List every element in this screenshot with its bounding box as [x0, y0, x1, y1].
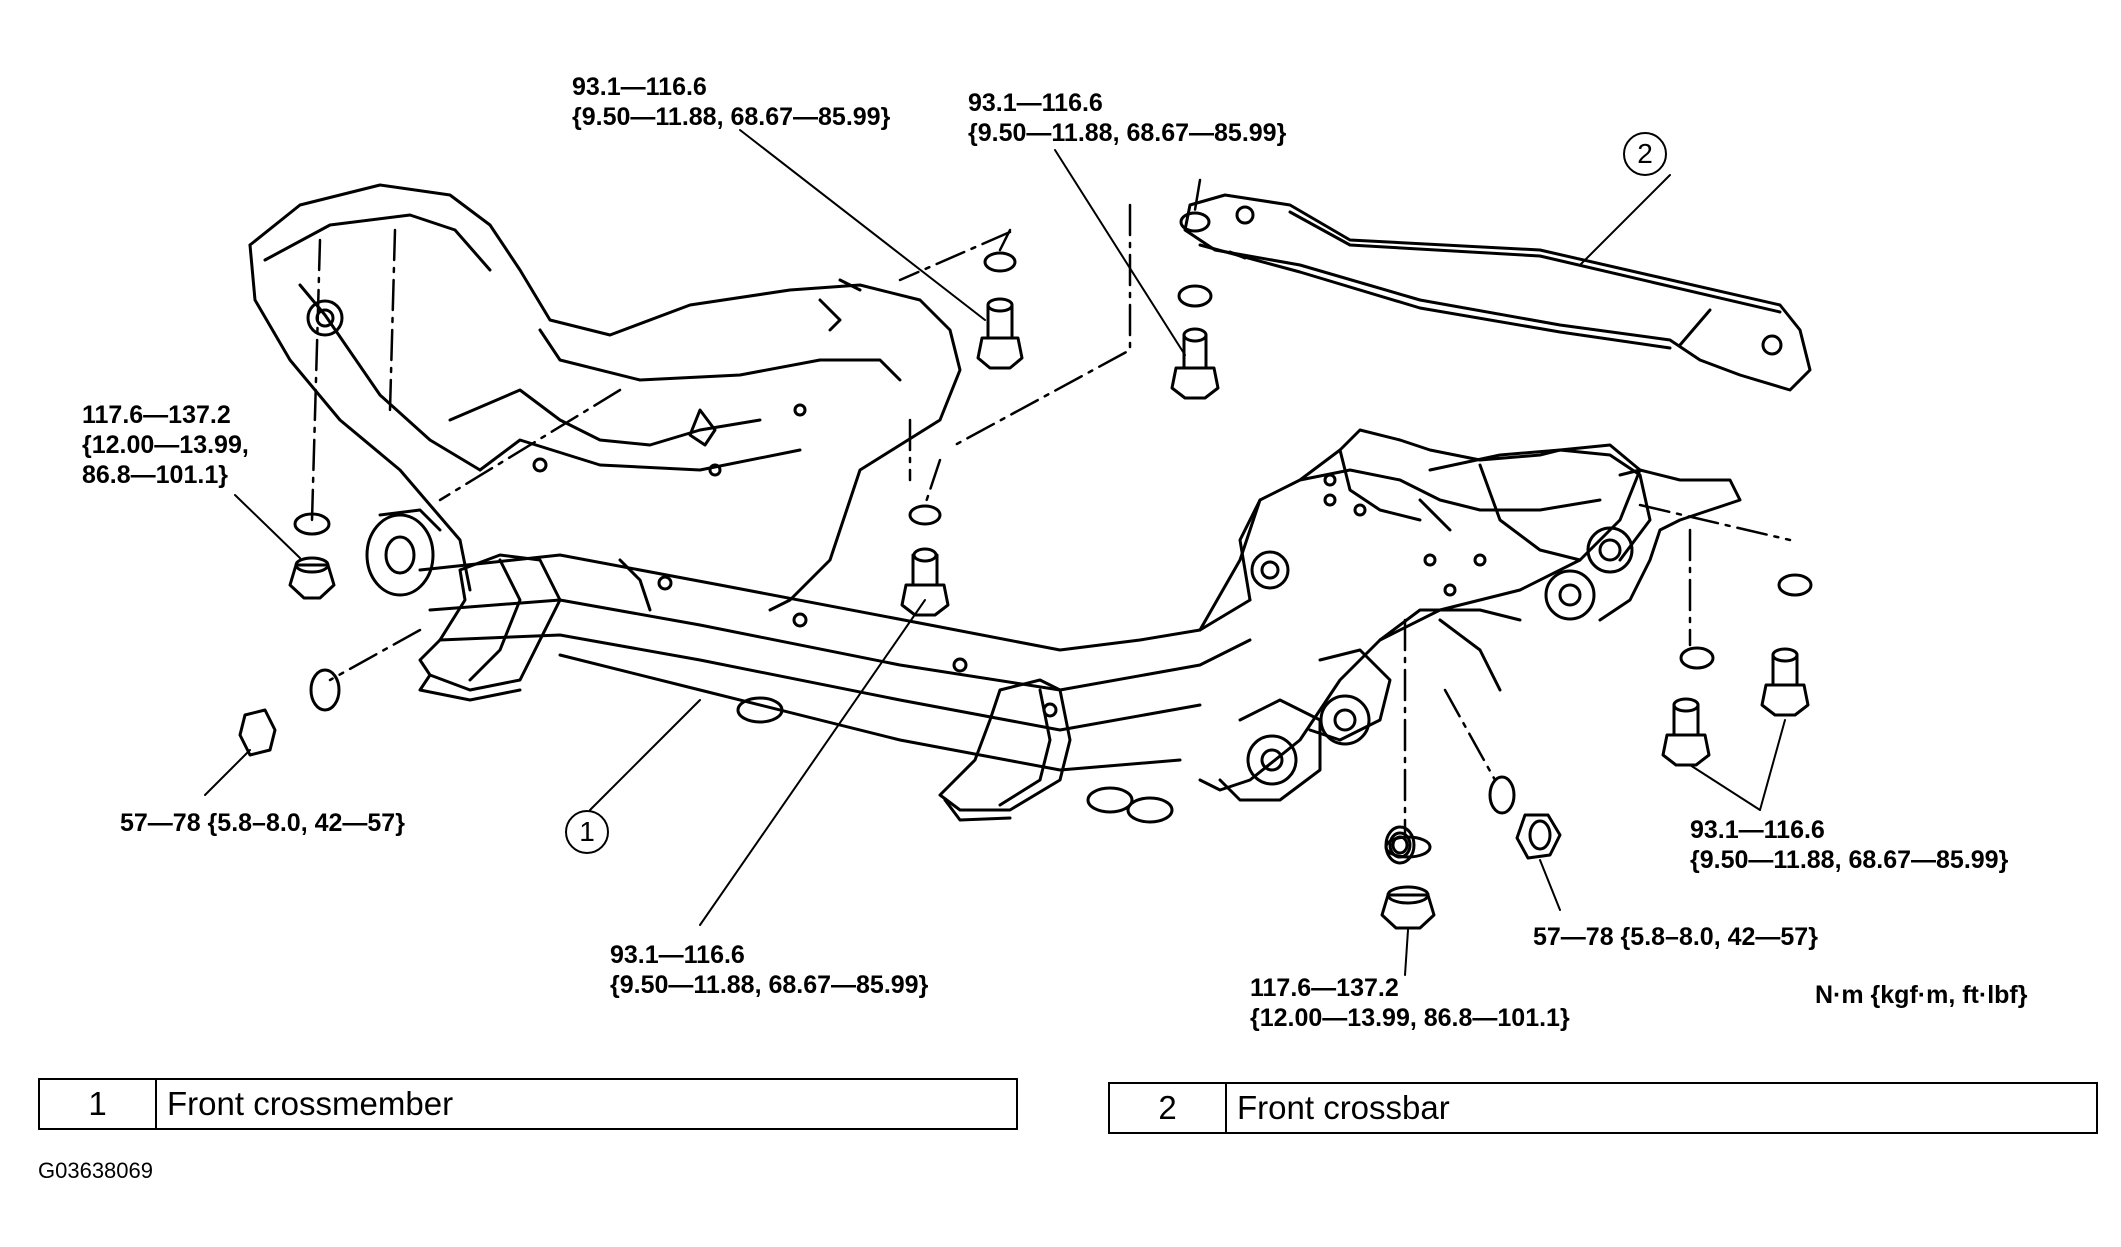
- legend-part-name: Front crossmember: [155, 1078, 1018, 1130]
- units-label: N·m {kgf·m, ft·lbf}: [1815, 981, 2028, 1009]
- legend-row: 2 Front crossbar: [1108, 1082, 2098, 1134]
- figure-id: G03638069: [38, 1158, 153, 1183]
- legend-number: 1: [38, 1078, 157, 1130]
- legend-table-1: 1 Front crossmember: [38, 1078, 1018, 1130]
- torque-label-bolt-right: 93.1—116.6 {9.50—11.88, 68.67—85.99}: [1690, 816, 2009, 874]
- legend-number: 2: [1108, 1082, 1227, 1134]
- fasteners: [238, 211, 1562, 865]
- legend-row: 1 Front crossmember: [38, 1078, 1018, 1130]
- torque-label-bolt-top-left: 93.1—116.6 {9.50—11.88, 68.67—85.99}: [572, 73, 891, 131]
- legend-table-2: 2 Front crossbar: [1108, 1082, 2098, 1134]
- right-lower-fasteners: [1380, 573, 1813, 930]
- torque-label-nut-right-lower: 117.6—137.2 {12.00—13.99, 86.8—101.1}: [1250, 974, 1570, 1032]
- torque-label-nut-right-front: 57—78 {5.8–8.0, 42—57}: [1533, 923, 1818, 951]
- front-crossmember: [248, 183, 1742, 824]
- torque-label-nut-left-rear: 117.6—137.2 {12.00—13.99, 86.8—101.1}: [82, 401, 249, 489]
- torque-label-nut-left-front: 57—78 {5.8–8.0, 42—57}: [120, 809, 405, 837]
- callout-crossmember: 1: [565, 810, 609, 854]
- front-crossbar: [1183, 193, 1812, 392]
- leader-lines: [204, 129, 1786, 976]
- torque-label-bolt-top-center: 93.1—116.6 {9.50—11.88, 68.67—85.99}: [968, 89, 1287, 147]
- callout-crossbar: 2: [1623, 132, 1667, 176]
- torque-label-bolt-bottom-center: 93.1—116.6 {9.50—11.88, 68.67—85.99}: [610, 941, 929, 999]
- legend-part-name: Front crossbar: [1225, 1082, 2098, 1134]
- assembly-lines: [310, 178, 1792, 837]
